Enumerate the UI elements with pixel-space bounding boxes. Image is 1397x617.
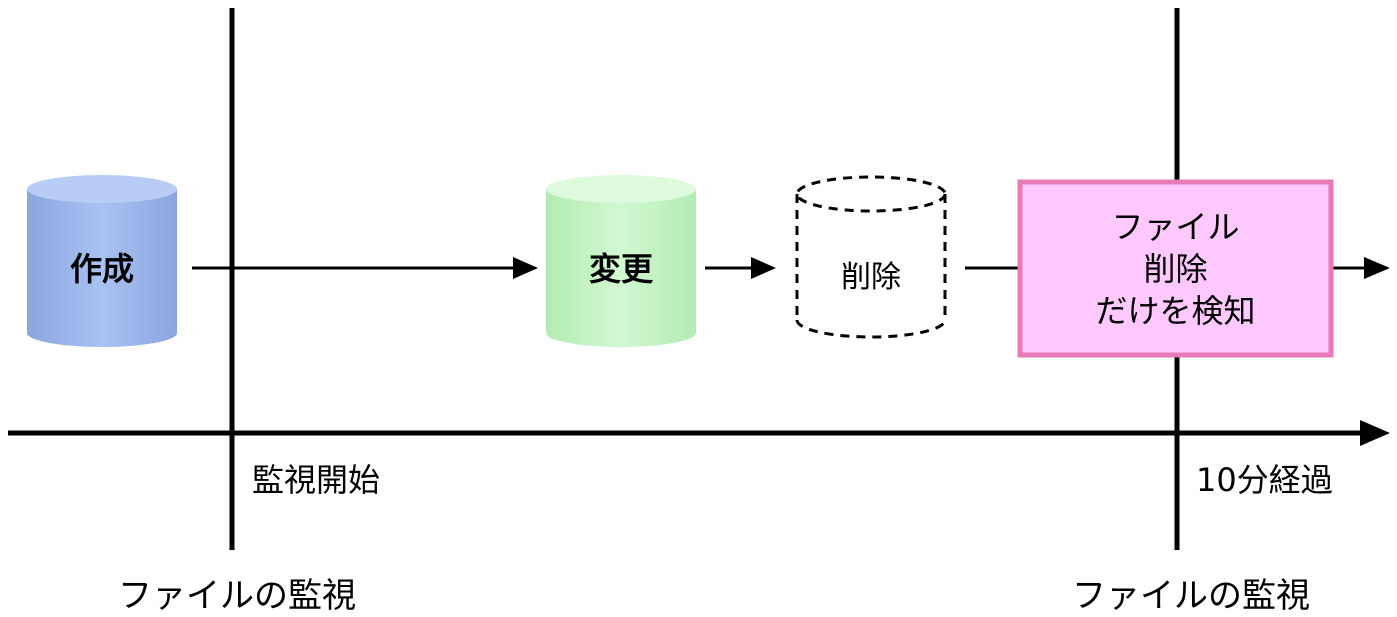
detect-line-1: ファイル <box>1111 207 1240 246</box>
delete-label: 削除 <box>841 260 901 295</box>
file-watch-label-right: ファイルの監視 <box>1072 576 1310 616</box>
detect-box-text: ファイル 削除 だけを検知 <box>1020 182 1331 355</box>
time-axis <box>8 420 1390 446</box>
create-cylinder <box>27 175 177 347</box>
arrow-modify-to-delete <box>705 257 776 279</box>
arrow-detect-out <box>1331 257 1390 279</box>
file-watch-label-left: ファイルの監視 <box>118 576 356 616</box>
detect-box <box>1017 179 1334 358</box>
elapsed-label: 10分経過 <box>1196 461 1333 499</box>
delete-cylinder <box>795 175 947 339</box>
monitor-start-label: 監視開始 <box>252 461 381 499</box>
detect-line-3: だけを検知 <box>1095 291 1256 330</box>
modify-cylinder <box>546 175 696 347</box>
modify-label: 変更 <box>588 250 653 288</box>
create-label: 作成 <box>69 250 134 288</box>
arrow-create-to-modify <box>192 257 538 279</box>
detect-line-2: 削除 <box>1143 249 1208 288</box>
